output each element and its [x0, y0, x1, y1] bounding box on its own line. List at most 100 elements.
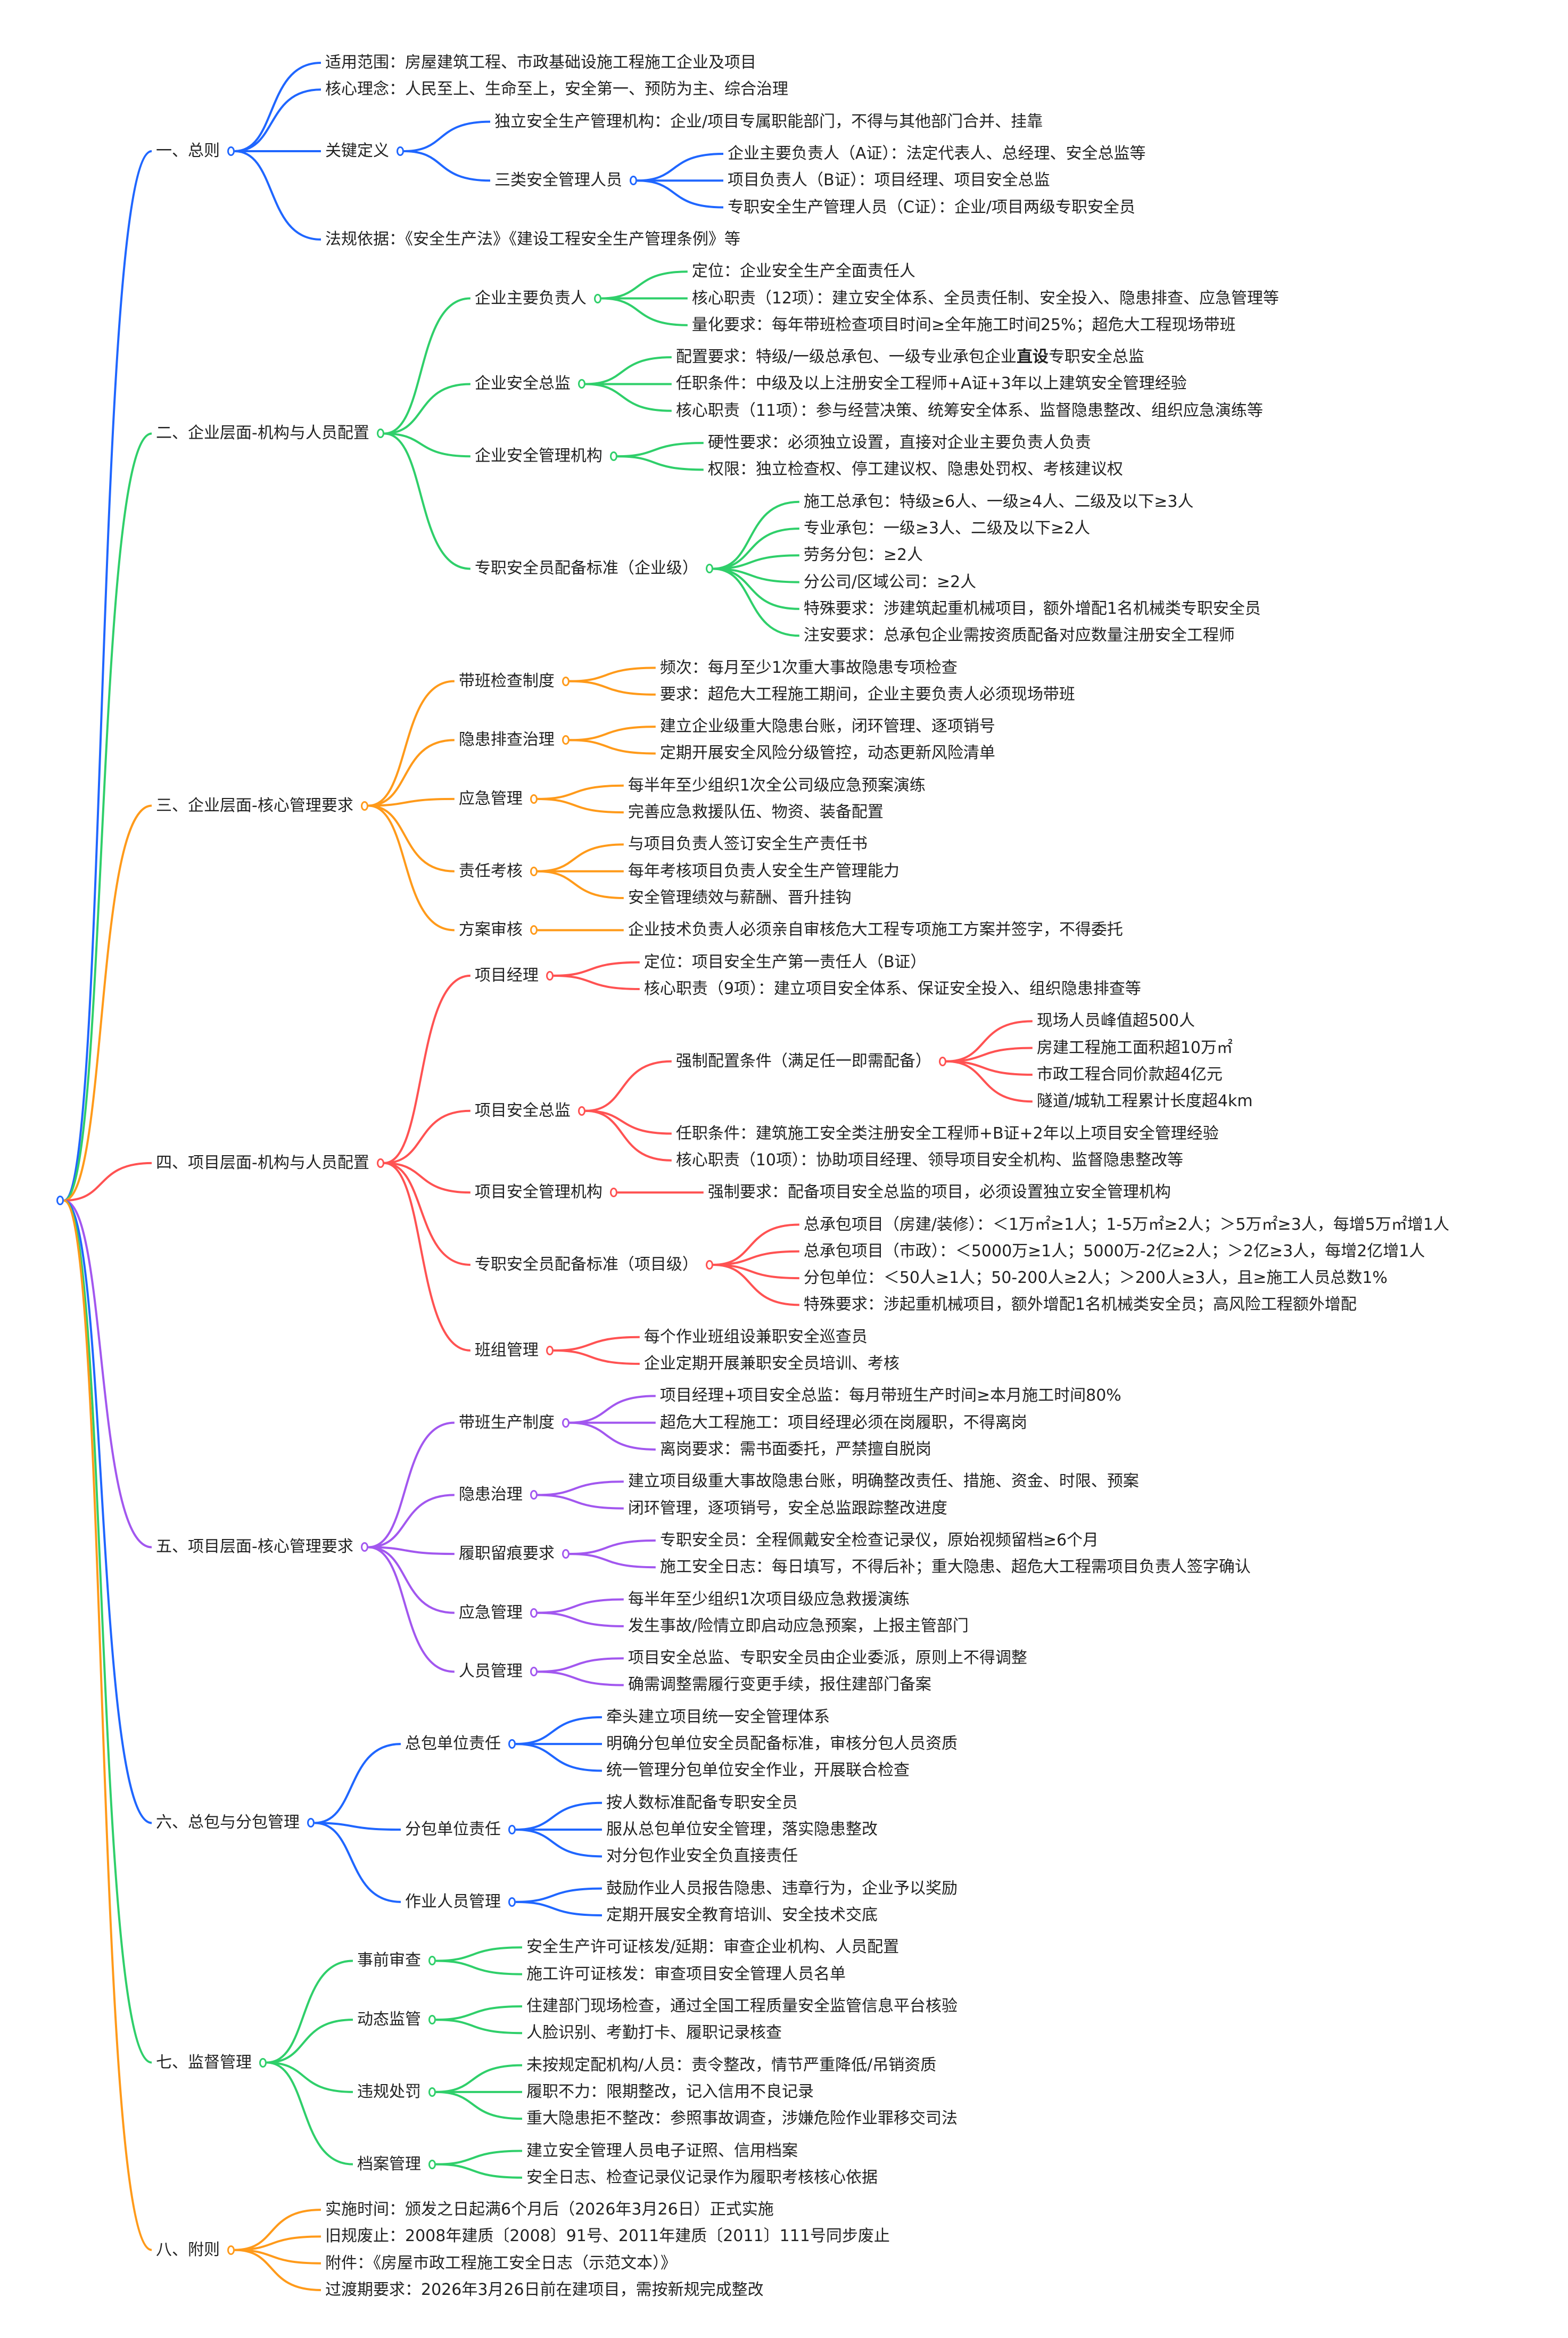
leaf-node[interactable]: 要求：超危大工程施工期间，企业主要负责人必须现场带班: [659, 685, 1075, 704]
leaf-node[interactable]: 超危大工程施工：项目经理必须在岗履职，不得离岗: [659, 1413, 1027, 1432]
node-collapse-toggle[interactable]: [546, 1345, 554, 1355]
branch-node[interactable]: 带班检查制度: [458, 671, 555, 690]
leaf-node[interactable]: 附件：《房屋市政工程施工安全日志（示范文本）》: [325, 2253, 676, 2273]
leaf-node[interactable]: 任职条件：建筑施工安全类注册安全工程师+B证+2年以上项目安全管理经验: [675, 1124, 1219, 1143]
node-collapse-toggle[interactable]: [508, 1825, 516, 1835]
branch-node[interactable]: 违规处罚: [357, 2082, 421, 2101]
leaf-node[interactable]: 特殊要求：涉起重机械项目，额外增配1名机械类安全员；高风险工程额外增配: [803, 1295, 1357, 1314]
branch-node[interactable]: 班组管理: [474, 1340, 539, 1360]
leaf-node[interactable]: 频次：每月至少1次重大事故隐患专项检查: [659, 658, 958, 677]
leaf-node[interactable]: 权限：独立检查权、停工建议权、隐患处罚权、考核建议权: [707, 460, 1123, 479]
leaf-node[interactable]: 定位：项目安全生产第一责任人（B证）: [643, 952, 927, 972]
branch-node[interactable]: 一、总则: [156, 141, 220, 160]
node-collapse-toggle[interactable]: [546, 970, 554, 981]
node-collapse-toggle[interactable]: [705, 1259, 713, 1270]
branch-node[interactable]: 四、项目层面-机构与人员配置: [156, 1153, 369, 1172]
leaf-node[interactable]: 每年考核项目负责人安全生产管理能力: [628, 861, 899, 880]
node-collapse-toggle[interactable]: [938, 1056, 946, 1066]
branch-node[interactable]: 项目经理: [474, 966, 539, 985]
leaf-node[interactable]: 安全日志、检查记录仪记录作为履职考核核心依据: [526, 2168, 878, 2187]
leaf-node[interactable]: 注安要求：总承包企业需按资质配备对应数量注册安全工程师: [803, 626, 1235, 645]
branch-node[interactable]: 应急管理: [458, 789, 523, 808]
node-collapse-toggle[interactable]: [530, 794, 538, 804]
leaf-node[interactable]: 企业技术负责人必须亲自审核危大工程专项施工方案并签字，不得委托: [628, 920, 1123, 940]
leaf-node[interactable]: 人脸识别、考勤打卡、履职记录核查: [526, 2023, 782, 2043]
leaf-node[interactable]: 核心职责（9项）：建立项目安全体系、保证安全投入、组织隐患排查等: [643, 979, 1141, 998]
leaf-node[interactable]: 隧道/城轨工程累计长度超4km: [1036, 1092, 1253, 1111]
leaf-node[interactable]: 每半年至少组织1次项目级应急救援演练: [628, 1590, 910, 1609]
branch-node[interactable]: 责任考核: [458, 861, 523, 880]
leaf-node[interactable]: 建立安全管理人员电子证照、信用档案: [526, 2141, 798, 2160]
node-collapse-toggle[interactable]: [577, 379, 585, 389]
branch-node[interactable]: 项目安全总监: [474, 1101, 571, 1120]
node-collapse-toggle[interactable]: [530, 866, 538, 876]
leaf-node[interactable]: 分包单位：＜50人≥1人；50-200人≥2人；＞200人≥3人，且≥施工人员总…: [803, 1269, 1388, 1288]
leaf-node[interactable]: 每个作业班组设兼职安全巡查员: [643, 1327, 868, 1346]
branch-node[interactable]: 方案审核: [458, 920, 523, 940]
leaf-node[interactable]: 过渡期要求：2026年3月26日前在建项目，需按新规完成整改: [325, 2281, 764, 2299]
leaf-node[interactable]: 房建工程施工面积超10万㎡: [1036, 1038, 1233, 1057]
leaf-node[interactable]: 确需调整需履行变更手续，报住建部门备案: [628, 1675, 931, 1694]
node-collapse-toggle[interactable]: [227, 146, 235, 156]
leaf-node[interactable]: 定期开展安全教育培训、安全技术交底: [606, 1905, 878, 1924]
branch-node[interactable]: 履职留痕要求: [458, 1544, 555, 1563]
node-collapse-toggle[interactable]: [307, 1818, 315, 1828]
node-collapse-toggle[interactable]: [428, 1956, 436, 1966]
leaf-node[interactable]: 核心理念：人民至上、生命至上，安全第一、预防为主、综合治理: [325, 80, 788, 99]
leaf-node[interactable]: 按人数标准配备专职安全员: [606, 1793, 798, 1812]
leaf-node[interactable]: 项目负责人（B证）：项目经理、项目安全总监: [728, 171, 1050, 190]
node-collapse-toggle[interactable]: [397, 146, 404, 156]
branch-node[interactable]: 总包单位责任: [405, 1734, 501, 1754]
leaf-node[interactable]: 强制要求：配备项目安全总监的项目，必须设置独立安全管理机构: [707, 1183, 1171, 1202]
branch-node[interactable]: 企业安全管理机构: [474, 447, 603, 466]
leaf-node[interactable]: 现场人员峰值超500人: [1036, 1011, 1195, 1031]
leaf-node[interactable]: 硬性要求：必须独立设置，直接对企业主要负责人负责: [707, 433, 1091, 452]
branch-node[interactable]: 六、总包与分包管理: [156, 1813, 300, 1832]
leaf-node[interactable]: 项目经理+项目安全总监：每月带班生产时间≥本月施工时间80%: [659, 1386, 1121, 1405]
leaf-node[interactable]: 完善应急救援队伍、物资、装备配置: [628, 803, 884, 822]
branch-node[interactable]: 二、企业层面-机构与人员配置: [156, 424, 369, 443]
leaf-node[interactable]: 劳务分包：≥2人: [803, 546, 923, 565]
leaf-node[interactable]: 发生事故/险情立即启动应急预案，上报主管部门: [628, 1616, 969, 1635]
node-collapse-toggle[interactable]: [562, 735, 570, 745]
branch-node[interactable]: 三、企业层面-核心管理要求: [156, 796, 353, 815]
leaf-node[interactable]: 明确分包单位安全员配备标准，审核分包人员资质: [606, 1734, 958, 1754]
leaf-node[interactable]: 总承包项目（市政）：＜5000万≥1人；5000万-2亿≥2人；＞2亿≥3人，每…: [803, 1241, 1425, 1261]
branch-node[interactable]: 企业主要负责人: [474, 289, 587, 308]
branch-node[interactable]: 五、项目层面-核心管理要求: [156, 1537, 353, 1557]
leaf-node[interactable]: 安全管理绩效与薪酬、晋升挂钩: [628, 888, 852, 907]
node-collapse-toggle[interactable]: [530, 925, 538, 935]
node-collapse-toggle[interactable]: [562, 1549, 570, 1559]
node-collapse-toggle[interactable]: [530, 1667, 538, 1677]
leaf-node[interactable]: 核心职责（10项）：协助项目经理、领导项目安全机构、监督隐患整改等: [675, 1150, 1184, 1170]
branch-node[interactable]: 关键定义: [325, 141, 389, 160]
leaf-node[interactable]: 安全生产许可证核发/延期：审查企业机构、人员配置: [526, 1938, 899, 1957]
branch-node[interactable]: 专职安全员配备标准（企业级）: [474, 559, 698, 578]
node-collapse-toggle[interactable]: [428, 2087, 436, 2097]
node-collapse-toggle[interactable]: [530, 1490, 538, 1500]
leaf-node[interactable]: 建立企业级重大隐患台账，闭环管理、逐项销号: [659, 717, 995, 736]
node-collapse-toggle[interactable]: [508, 1897, 516, 1907]
branch-node[interactable]: 作业人员管理: [405, 1892, 501, 1911]
leaf-node[interactable]: 法规依据：《安全生产法》《建设工程安全生产管理条例》等: [325, 229, 740, 249]
leaf-node[interactable]: 施工安全日志：每日填写，不得后补；重大隐患、超危大工程需项目负责人签字确认: [659, 1558, 1251, 1577]
leaf-node[interactable]: 配置要求：特级/一级总承包、一级专业承包企业直设专职安全总监: [676, 347, 1144, 368]
node-collapse-toggle[interactable]: [562, 1418, 570, 1428]
leaf-node[interactable]: 项目安全总监、专职安全员由企业委派，原则上不得调整: [628, 1649, 1027, 1668]
leaf-node[interactable]: 专业承包：一级≥3人、二级及以下≥2人: [803, 519, 1091, 538]
node-collapse-toggle[interactable]: [428, 2159, 436, 2169]
branch-node[interactable]: 专职安全员配备标准（项目级）: [474, 1255, 698, 1274]
branch-node[interactable]: 七、监督管理: [156, 2053, 252, 2072]
node-collapse-toggle[interactable]: [530, 1608, 538, 1618]
root-node-collapse-toggle[interactable]: [56, 1196, 64, 1206]
leaf-node[interactable]: 独立安全生产管理机构：企业/项目专属职能部门，不得与其他部门合并、挂靠: [494, 112, 1043, 131]
node-collapse-toggle[interactable]: [577, 1106, 585, 1116]
branch-node[interactable]: 三类安全管理人员: [494, 171, 622, 190]
leaf-node[interactable]: 服从总包单位安全管理，落实隐患整改: [606, 1820, 878, 1839]
leaf-node[interactable]: 闭环管理，逐项销号，安全总监跟踪整改进度: [628, 1499, 947, 1518]
branch-node[interactable]: 隐患治理: [458, 1485, 523, 1504]
leaf-node[interactable]: 鼓励作业人员报告隐患、违章行为，企业予以奖励: [606, 1879, 958, 1898]
leaf-node[interactable]: 企业定期开展兼职安全员培训、考核: [643, 1354, 899, 1373]
branch-node[interactable]: 隐患排查治理: [458, 730, 555, 750]
leaf-node[interactable]: 特殊要求：涉建筑起重机械项目，额外增配1名机械类专职安全员: [803, 599, 1261, 618]
